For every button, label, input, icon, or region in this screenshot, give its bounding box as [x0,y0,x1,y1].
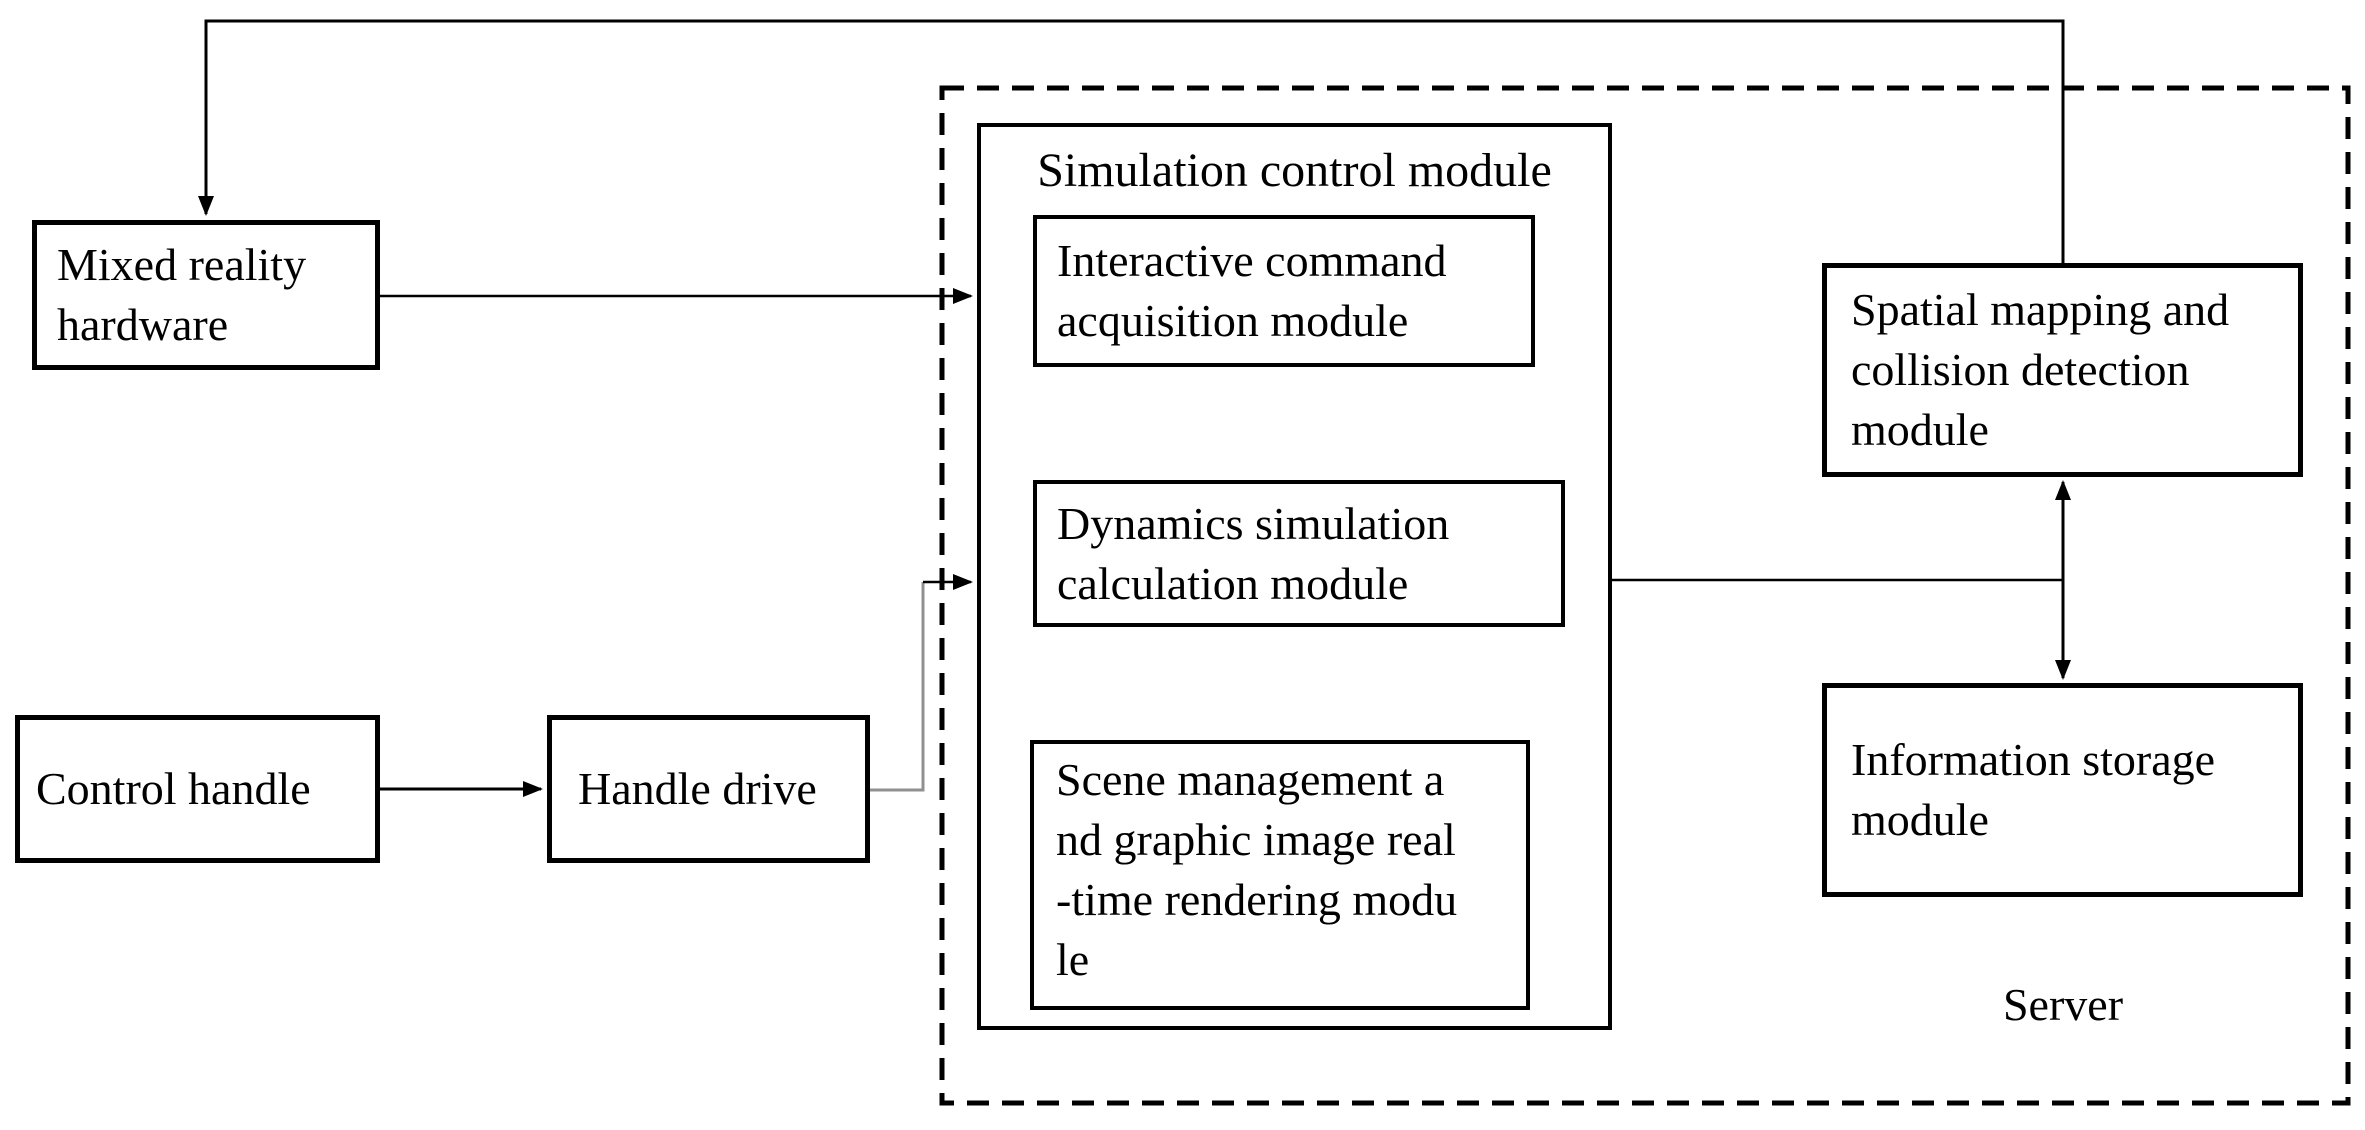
mixed-reality-hardware-box: Mixed reality hardware [32,220,380,370]
simulation-control-module-title: Simulation control module [1037,144,1552,197]
server-label: Server [2002,979,2124,1030]
information-storage-module-label: Information storage module [1851,734,2216,845]
spatial-mapping-module-box: Spatial mapping and collision detection … [1822,263,2303,477]
handle-drive-elbow-line [870,582,925,792]
interactive-command-module-box: Interactive command acquisition module [1033,215,1535,367]
mixed-reality-hardware-label: Mixed reality hardware [57,239,307,350]
dynamics-simulation-module-label: Dynamics simulation calculation module [1057,497,1450,609]
handle-drive-label: Handle drive [578,763,817,814]
control-handle-box: Control handle [15,715,380,863]
feedback-to-hardware-arrow [198,19,2065,263]
control-handle-label: Control handle [36,763,311,814]
dynamics-simulation-module-box: Dynamics simulation calculation module [1033,480,1565,627]
scene-management-module-box: Scene management a nd graphic image real… [1030,740,1530,1010]
server-dashed-boundary [939,85,2351,1106]
information-storage-module-box: Information storage module [1822,683,2303,897]
spatial-mapping-module-label: Spatial mapping and collision detection … [1851,284,2230,455]
scene-management-module-label: Scene management a nd graphic image real… [1056,754,1458,985]
interactive-command-module-label: Interactive command acquisition module [1057,235,1447,346]
handle-drive-box: Handle drive [547,715,870,863]
